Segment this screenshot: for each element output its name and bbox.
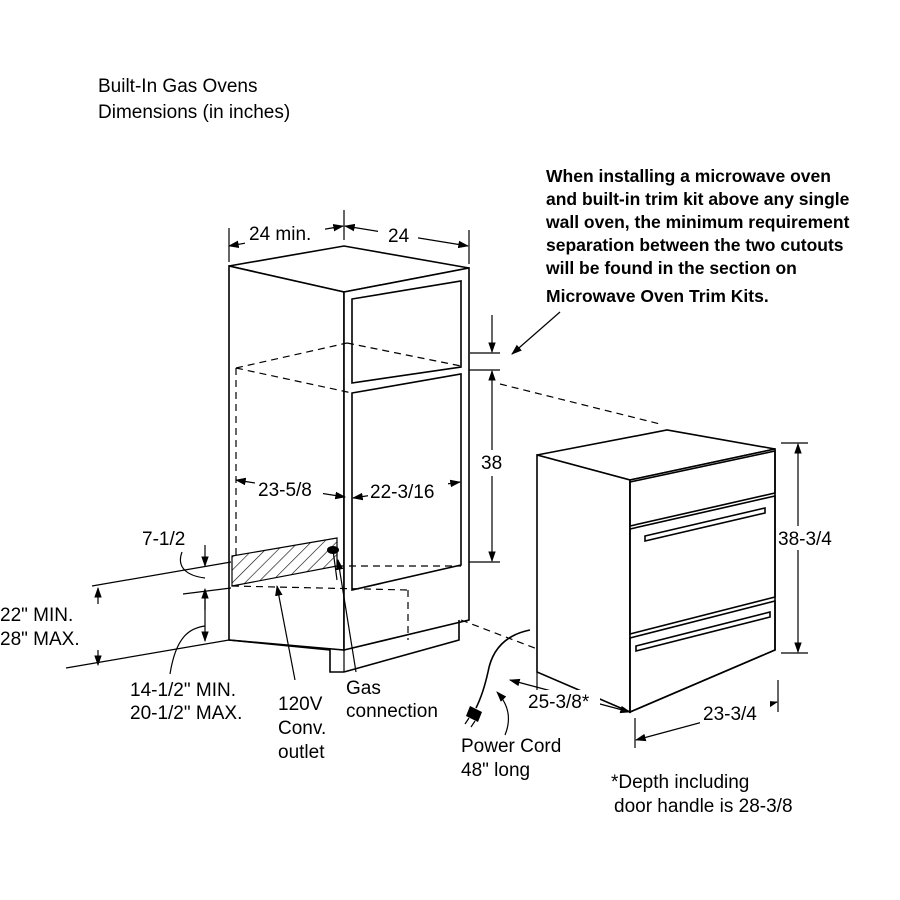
oven-height-label: 38-3/4 — [778, 529, 832, 550]
power-cord-label-line2: 48" long — [461, 760, 530, 781]
floor-height-min-label: 22" MIN. — [0, 605, 73, 626]
cabinet-width-label: 24 — [388, 226, 410, 247]
microwave-note: When installing a microwave oven and bui… — [545, 166, 850, 306]
outlet-label-line2: Conv. — [278, 718, 326, 739]
note-line: When installing a microwave oven — [546, 166, 831, 186]
oven-depth-label: 25-3/8* — [528, 692, 590, 713]
cabinet-depth-min-label: 24 min. — [249, 224, 311, 245]
gas-label-line2: connection — [346, 701, 438, 722]
cabinet-drawing — [228, 245, 470, 673]
oven-width-label: 23-3/4 — [703, 704, 757, 725]
note-line: and built-in trim kit above any single — [546, 189, 850, 209]
gap-label: 7-1/2 — [142, 529, 185, 550]
power-cord-label-line1: Power Cord — [461, 736, 561, 757]
outlet-label-line1: 120V — [278, 694, 323, 715]
footnote-line1: *Depth including — [611, 772, 749, 793]
projection-line — [499, 383, 661, 425]
cutout-height-label: 38 — [481, 453, 502, 474]
footnote-line2: door handle is 28-3/8 — [614, 796, 793, 817]
note-line: Microwave Oven Trim Kits. — [546, 286, 769, 306]
note-line: will be found in the section on — [545, 258, 797, 278]
title-line-1: Built-In Gas Ovens — [98, 76, 257, 97]
note-leader-arrow — [511, 311, 561, 355]
base-height-min-label: 14-1/2" MIN. — [130, 680, 236, 701]
projection-line — [460, 619, 541, 651]
cutout-width-label: 22-3/16 — [370, 482, 434, 503]
cutout-depth-label: 23-5/8 — [258, 480, 312, 501]
base-height-max-label: 20-1/2" MAX. — [130, 703, 242, 724]
floor-height-max-label: 28" MAX. — [0, 629, 80, 650]
note-line: separation between the two cutouts — [546, 235, 844, 255]
note-line: wall oven, the minimum requirement — [545, 212, 850, 232]
oven-drawing — [536, 429, 776, 714]
title-line-2: Dimensions (in inches) — [98, 102, 290, 123]
gas-label-line1: Gas — [346, 678, 381, 699]
outlet-label-line3: outlet — [278, 742, 325, 763]
